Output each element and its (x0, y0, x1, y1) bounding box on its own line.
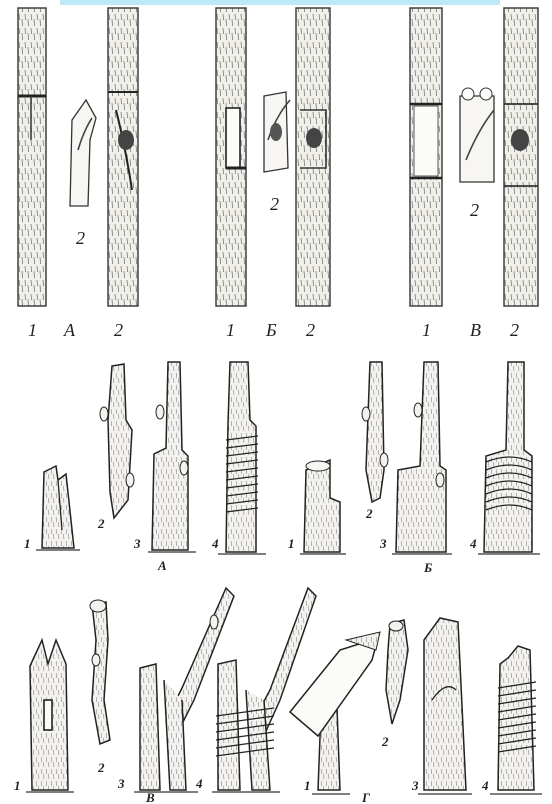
mid-a-letter: А (157, 558, 167, 573)
bot-g-num-2: 2 (381, 734, 389, 749)
panel-a-stage-2: 2 (114, 320, 123, 340)
mid-b-num-4: 4 (469, 536, 477, 551)
side-scion (92, 602, 110, 744)
bud-shield (70, 100, 96, 206)
bot-v-num-1: 1 (14, 778, 21, 793)
panel-b-bud-number: 2 (270, 194, 279, 214)
bot-g-num-4: 4 (481, 778, 489, 793)
mid-a-num-4: 4 (211, 536, 219, 551)
tied-side-graft (218, 660, 240, 790)
panel-v-stage-1: 1 (422, 320, 431, 340)
bot-v-num-3: 3 (117, 776, 125, 791)
grafted-scion-stem (152, 362, 188, 550)
budding-panel-b: 1 Б 2 2 (216, 8, 330, 340)
notched-rootstock (304, 460, 340, 552)
bot-g-num-3: 3 (411, 778, 419, 793)
budding-panel-v: 1 В 2 2 (410, 8, 538, 340)
grafted-scion-stem (396, 362, 446, 552)
panel-b-stage-1: 1 (226, 320, 235, 340)
side-graft-stem (140, 664, 160, 790)
panel-b-stage-2: 2 (306, 320, 315, 340)
panel-v-stage-2: 2 (510, 320, 519, 340)
grafted-stem (108, 8, 138, 306)
wedge-scion (108, 364, 132, 518)
rootstock-stem (18, 8, 46, 306)
mid-a-num-1: 1 (24, 536, 31, 551)
mid-a-num-2: 2 (97, 516, 105, 531)
mid-a-num-3: 3 (133, 536, 141, 551)
bot-v-letter: В (145, 790, 155, 804)
bud-ring (460, 96, 494, 182)
panel-a-stage-1: 1 (28, 320, 37, 340)
panel-a-bud-number: 2 (76, 228, 85, 248)
grafting-row-middle-b: 1 2 3 4 Б (288, 362, 540, 575)
budding-panel-a: 1 А 2 2 (18, 8, 138, 340)
panel-v-letter: В (470, 320, 481, 340)
grafting-row-bottom-g: 1 2 3 4 Г (290, 618, 542, 804)
bot-v-num-4: 4 (195, 776, 203, 791)
grafted-stem (504, 8, 538, 306)
panel-v-bud-number: 2 (470, 200, 479, 220)
tied-graft (226, 362, 256, 552)
mid-b-num-3: 3 (379, 536, 387, 551)
grafted-stem (296, 8, 330, 306)
split-rootstock (42, 466, 74, 548)
bot-g-num-1: 1 (304, 778, 311, 793)
panel-b-letter: Б (265, 320, 277, 340)
bot-v-num-2: 2 (97, 760, 105, 775)
grafting-row-bottom-v: 1 2 3 4 В (14, 588, 316, 804)
mid-b-letter: Б (423, 560, 432, 575)
bot-g-letter: Г (361, 790, 370, 804)
joined-graft (424, 618, 466, 790)
tongue-scion (386, 620, 408, 724)
tied-tongue-graft (498, 646, 534, 790)
mid-b-num-2: 2 (365, 506, 373, 521)
mid-b-num-1: 1 (288, 536, 295, 551)
top-color-strip (60, 0, 500, 5)
grafting-row-middle-a: 1 2 3 4 А (24, 362, 266, 573)
panel-a-letter: А (63, 320, 76, 340)
wedge-scion (366, 362, 384, 502)
